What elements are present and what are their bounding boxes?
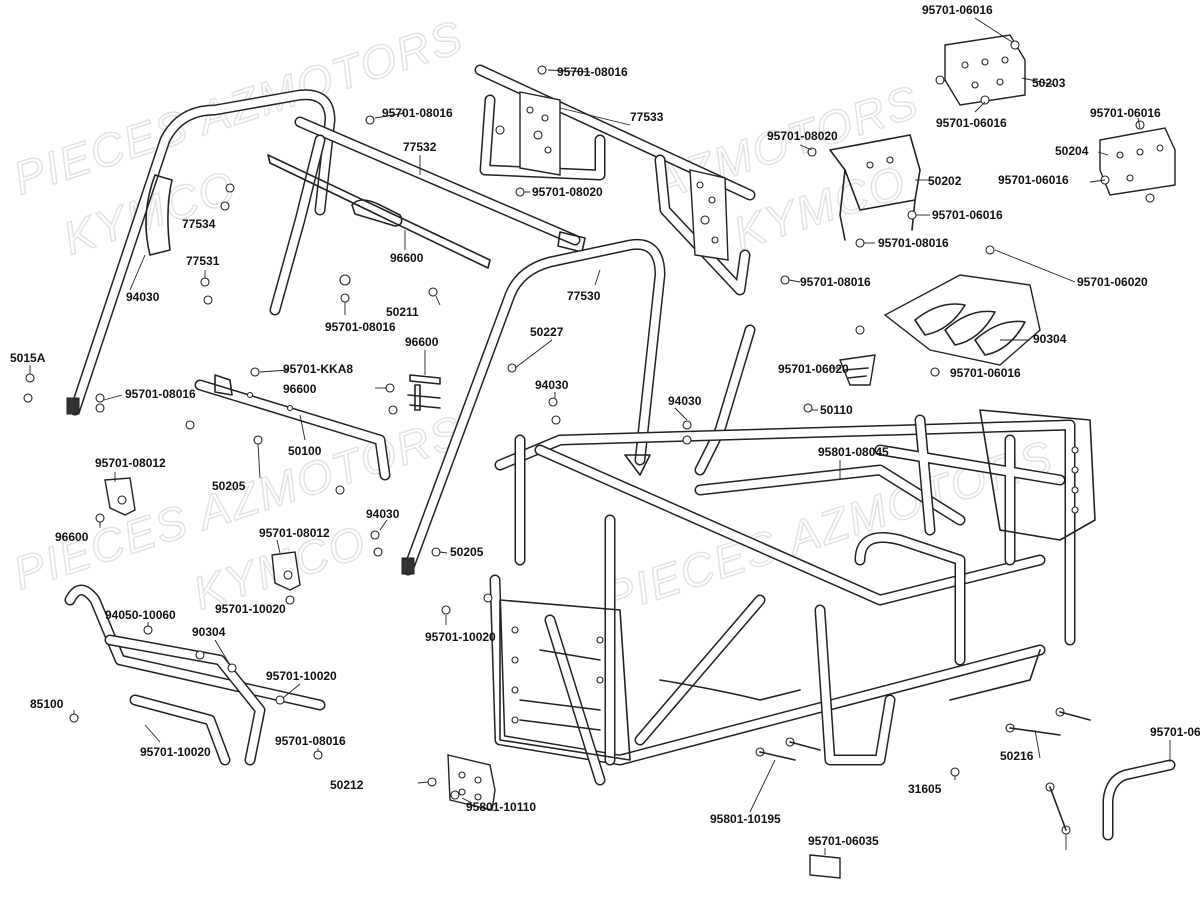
label-90304-a: 50227 [530,325,564,339]
label-95701-08020-b: 95701-06016 [932,208,1003,222]
roll-bar-77531 [401,238,666,576]
bumper-85100 [64,584,326,766]
label-95701-08016-g: 50110 [820,403,853,417]
label-95701-10020-a: 94050-10060 [105,608,176,622]
label-95701-10020-d: 95701-08016 [275,734,346,748]
label-95701-08020-a: 95701-08020 [767,129,838,143]
label-94030-a: 95701-08016 [325,320,396,334]
roll-bar-77530 [66,89,336,416]
label-95701-06016-a: 95701-06016 [922,3,993,17]
label-77533: 77533 [630,110,664,124]
label-95701-08012-b: 95701-10020 [215,602,286,616]
label-77532: 77532 [403,140,437,154]
label-50227: 96600 [405,335,439,349]
label-95701-10020-b: 95701-10020 [266,669,337,683]
label-50100: 95801-08045 [818,445,889,459]
label-94030-b: 95701-08016 [125,387,196,401]
label-95701-06016-b: 95701-06016 [936,116,1007,130]
label-95701-06012: 31605 [908,782,942,796]
bracket-50205-a [104,477,136,516]
label-95701-06016-d: 95701-06016 [998,173,1069,187]
tube-end-cap [66,397,80,415]
label-94050-10060: 90304 [192,625,226,639]
label-95701-08016-c: 95701-08020 [532,185,603,199]
label-90304-b: 95701-10020 [425,630,496,644]
label-96600-d: 94030 [366,507,400,521]
label-96600-c: 94030 [535,378,569,392]
plate-31605 [809,854,841,879]
label-96600-b: 5015A [10,351,46,365]
part-labels: 95701-06016 50203 95701-06016 95701-0601… [10,3,1200,848]
label-95701-08016-e: 77534 [182,217,216,231]
label-95701-06020-a: 95701-06020 [1077,275,1148,289]
label-77534: 96600 [390,251,424,265]
label-95701-08016-b: 95701-08016 [382,106,453,120]
label-95701-08016-a: 95701-08016 [557,65,628,79]
label-77530: 94030 [126,290,160,304]
label-95801-08045: 50205 [212,479,246,493]
label-95701-06016-f: 95701-KKA8 [283,362,353,376]
label-95701-06016-e: 95701-08016 [878,236,949,250]
label-50203: 50203 [1032,76,1066,90]
label-50205-a: 95701-08012 [95,456,166,470]
label-95701-08016-f: 50211 [386,305,419,319]
cross-bar-77534 [267,154,491,269]
skid-plate-50211 [883,274,1041,366]
bracket-50204 [1099,127,1176,196]
roll-bar-77533 [474,64,756,296]
label-31605: 95701-06035 [808,834,879,848]
bracket-50203 [944,34,1026,106]
bracket-50216 [1102,759,1176,841]
label-95801-10110: 95801-10195 [710,812,781,826]
watermark-text-6: PIECES AZMOTORS [597,430,1060,625]
label-95801-10195: 50216 [1000,749,1034,763]
label-50212: 95801-10110 [466,800,536,814]
label-95701-06016-c: 95701-06016 [1090,106,1161,120]
label-50205-b: 95701-08012 [259,526,330,540]
label-50204: 50204 [1055,144,1089,158]
leader-lines [29,17,1171,855]
cross-bar-77532 [269,116,586,316]
plate-50212 [447,754,496,811]
main-frame-50100 [489,409,1096,786]
label-95701-08012-a: 96600 [55,530,89,544]
label-50216: 95701-06012 [1150,725,1200,739]
label-94030-c: 94030 [668,394,702,408]
label-50110: 50100 [288,444,322,458]
bracket-50205-b [271,551,301,591]
label-95701-10020-c: 85100 [30,697,64,711]
brace-tube [694,324,756,476]
bracket-50227 [407,374,441,411]
stay-50110 [194,374,391,481]
label-95701-KKA8: 96600 [283,382,317,396]
label-50211: 90304 [1033,332,1067,346]
label-96600-a: 77531 [186,254,220,268]
label-85100: 95701-10020 [140,745,211,759]
label-95701-08016-h: 50212 [330,778,364,792]
label-5015A: 95701-06020 [778,362,849,376]
label-77531: 77530 [567,289,601,303]
label-50202: 50202 [928,174,962,188]
label-95701-08016-d: 95701-08016 [800,275,871,289]
tube-end-cap [401,557,415,575]
bracket-5015A [839,354,876,386]
label-94030-d: 50205 [450,545,484,559]
label-95701-06020-b: 95701-06016 [950,366,1021,380]
